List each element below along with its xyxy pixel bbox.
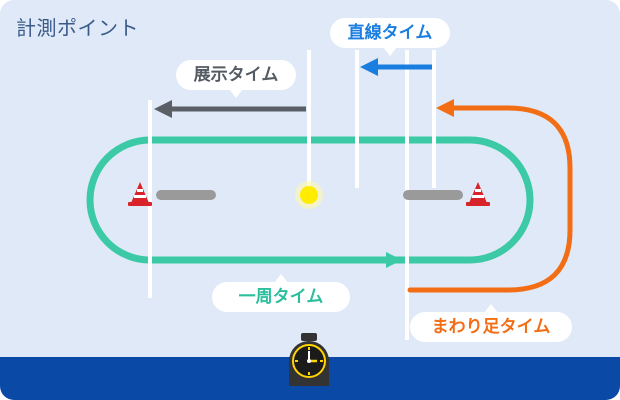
- straight-time-label: 直線タイム: [330, 18, 450, 56]
- page-title: 計測ポイント: [16, 16, 139, 40]
- exhibition-arrowhead: [154, 100, 172, 118]
- sun-icon: [295, 181, 323, 209]
- lap-arrowhead: [386, 252, 402, 268]
- turn-mark-left-icon: [128, 182, 152, 206]
- pier-left: [156, 190, 216, 200]
- straight-arrowhead: [360, 58, 378, 76]
- exhibition-time-label: 展示タイム: [176, 60, 296, 98]
- turn-time-arrow: [407, 105, 573, 293]
- lap-time-label: 一周タイム: [212, 274, 350, 312]
- pier-right: [403, 190, 463, 200]
- turn-mark-right-icon: [466, 182, 490, 206]
- stopwatch-icon: [289, 333, 329, 386]
- turn-time-label: まわり足タイム: [410, 304, 572, 342]
- turn-arrowhead: [436, 99, 454, 117]
